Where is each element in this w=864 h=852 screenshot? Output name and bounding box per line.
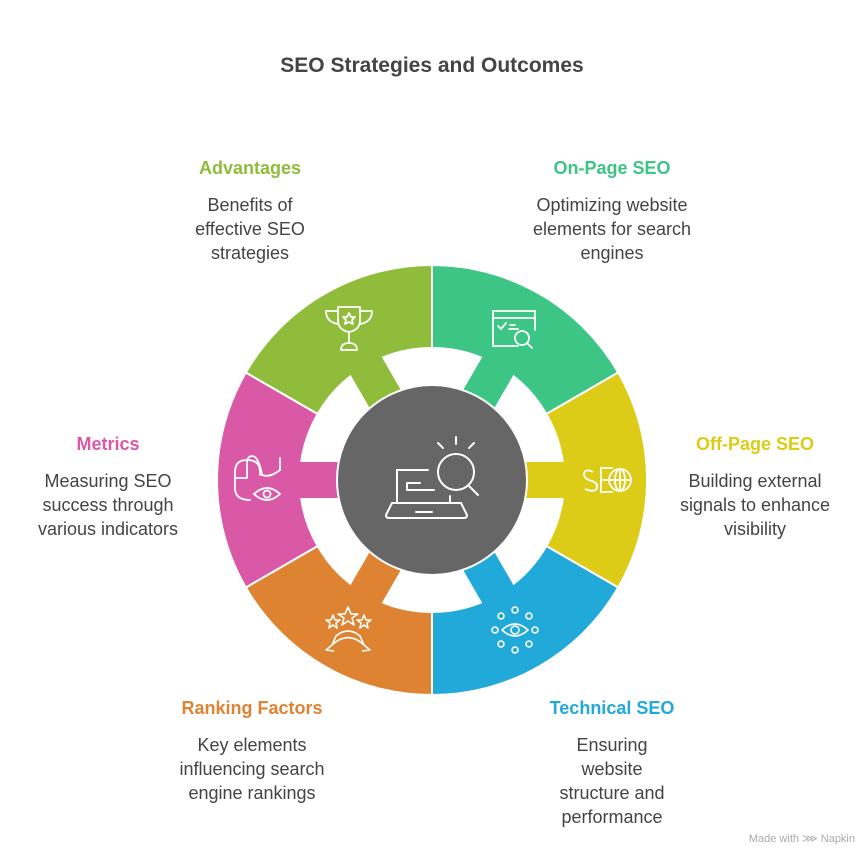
segment-label-advantages: Advantages Benefits of effective SEO str…: [140, 158, 360, 265]
segment-label-metrics: Metrics Measuring SEO success through va…: [0, 434, 218, 541]
segment-title: Ranking Factors: [181, 698, 323, 718]
napkin-watermark: Made with ⋙ Napkin: [748, 833, 855, 845]
mouse-eye-icon: [234, 455, 282, 501]
segment-title: On-Page SEO: [553, 158, 671, 178]
segment-description: Measuring SEO success through various in…: [37, 471, 179, 539]
segment-title: Off-Page SEO: [695, 434, 815, 454]
segment-title: Metrics: [76, 434, 140, 454]
stars-ribbon-icon: [325, 606, 372, 652]
segment-connector: [522, 462, 568, 498]
segment-label-off-page-seo: Off-Page SEO Building external signals t…: [645, 434, 864, 541]
segment-description: Building external signals to enhance vis…: [679, 471, 831, 539]
segment-advantages: [244, 263, 433, 416]
diagram-title: SEO Strategies and Outcomes: [280, 54, 584, 77]
eye-network-icon: [491, 606, 539, 654]
segment-description: Benefits of effective SEO strategies: [195, 195, 305, 263]
laptop-search-icon: [384, 436, 479, 519]
seo-globe-icon: [583, 467, 632, 493]
segment-label-technical-seo: Technical SEO Ensuring website structure…: [502, 698, 722, 829]
segment-description: Key elements influencing search engine r…: [179, 735, 325, 803]
webpage-search-icon: [492, 310, 536, 349]
segment-description: Optimizing website elements for search e…: [532, 195, 692, 263]
segment-description: Ensuring website structure and performan…: [559, 735, 665, 827]
trophy-icon: [325, 306, 373, 351]
segment-title: Technical SEO: [549, 698, 675, 718]
segment-connector: [296, 462, 342, 498]
segment-label-on-page-seo: On-Page SEO Optimizing website elements …: [502, 158, 722, 265]
segment-title: Advantages: [198, 158, 302, 178]
center-circle: [336, 384, 528, 576]
segment-label-ranking-factors: Ranking Factors Key elements influencing…: [142, 698, 362, 805]
